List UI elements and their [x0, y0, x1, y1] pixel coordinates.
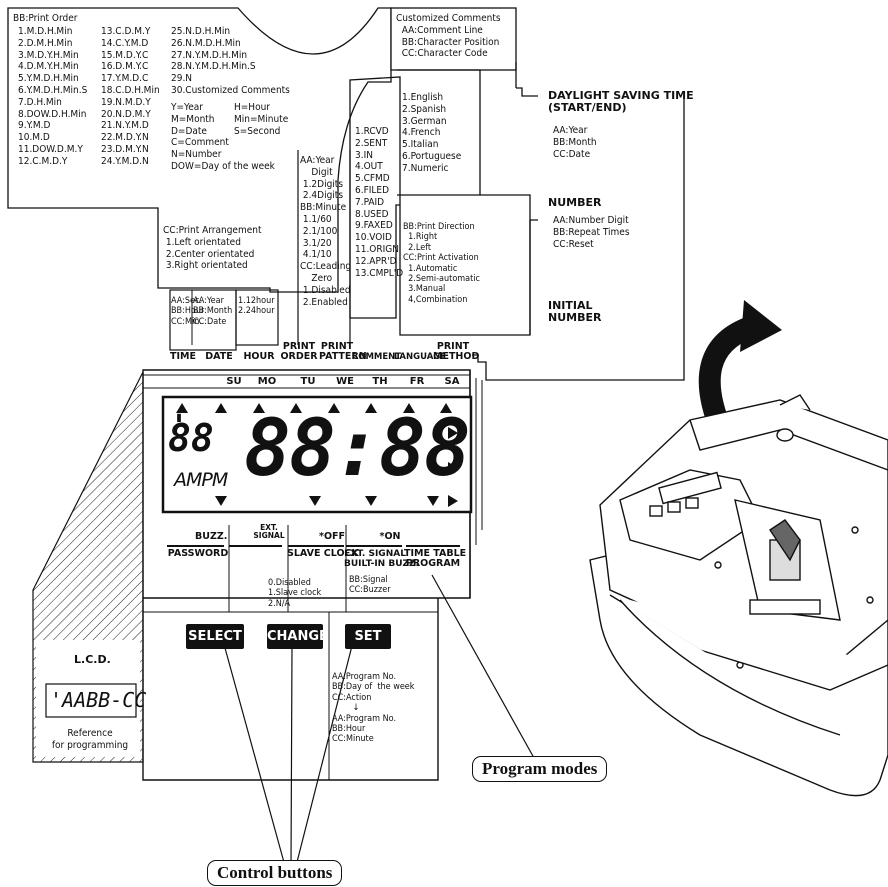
label-buzz: BUZZ.	[195, 531, 228, 542]
mode-print-pattern: PRINT PATTERN	[319, 341, 367, 362]
lcd-window	[161, 395, 473, 514]
program-modes-callout: Program modes	[472, 756, 608, 782]
lcd-ampm: AMPM	[174, 469, 228, 491]
print-pattern-settings: AA:Year Digit 1.2Digits 2.4Digits BB:Min…	[300, 155, 352, 308]
lcd-reference-box	[45, 683, 137, 718]
lcd-reference-caption: Reference for programming	[51, 728, 129, 751]
customized-comments-box	[390, 7, 517, 71]
lcd-reference-display: 'AABB-CC	[50, 688, 147, 712]
number-title: NUMBER	[548, 196, 602, 209]
mode-hour: HOUR	[243, 351, 275, 362]
set-button[interactable]: SET	[345, 624, 391, 649]
lcd-reference-title: L.C.D.	[74, 653, 111, 666]
day-tu: TU	[300, 376, 316, 387]
lcd-main-digits: 88:88	[244, 404, 471, 494]
mode-comment: COMMENT	[352, 352, 402, 362]
mode-time: TIME	[170, 351, 196, 362]
label-time-table-program: TIME TABLE PROGRAM	[404, 548, 467, 569]
mode-print-order: PRINT ORDER	[280, 341, 318, 362]
label-ext-signal: EXT. SIGNAL	[253, 523, 285, 540]
program-info: AA:Program No. BB:Day of the week CC:Act…	[332, 672, 415, 745]
label-slave-clock: SLAVE CLOCK	[287, 548, 359, 559]
slave-clock-options: 0.Disabled 1.Slave clock 2.N/A	[268, 578, 322, 609]
language-list: 1.English 2.Spanish 3.German 4.French 5.…	[402, 92, 462, 174]
mode-date: DATE	[205, 351, 233, 362]
change-button[interactable]: CHANGE	[267, 624, 328, 649]
print-order-title: BB:Print Order	[13, 13, 78, 24]
print-arrangement: CC:Print Arrangement 1.Left orientated 2…	[163, 225, 262, 272]
print-order-panel	[7, 7, 392, 293]
day-su: SU	[226, 376, 242, 387]
label-on: *ON	[379, 531, 401, 542]
time-settings: AA:Sec. BB:Hour CC:Min.	[171, 296, 205, 327]
mode-language: LANGUAGE	[394, 352, 447, 362]
mode-print-method: PRINT METHOD	[433, 341, 480, 362]
buzz-options: BB:Signal CC:Buzzer	[349, 575, 391, 596]
dst-settings: AA:Year BB:Month CC:Date	[553, 125, 597, 160]
initial-number-title: INITIAL NUMBER	[548, 299, 602, 324]
abbreviation-legend-left: Y=Year M=Month D=Date C=Comment N=Number…	[171, 102, 275, 172]
select-button[interactable]: SELECT	[186, 624, 244, 649]
day-sa: SA	[444, 376, 460, 387]
print-method-settings: BB:Print Direction 1.Right 2.Left CC:Pri…	[403, 222, 480, 305]
time-recorder-illustration	[589, 394, 888, 797]
day-we: WE	[336, 376, 354, 387]
control-buttons-callout: Control buttons	[207, 860, 343, 886]
label-password: PASSWORD	[167, 548, 229, 559]
number-settings: AA:Number Digit BB:Repeat Times CC:Reset	[553, 215, 630, 250]
customized-comments: Customized Comments AA:Comment Line BB:C…	[396, 13, 501, 60]
lcd-small-digits: 88	[168, 416, 214, 460]
comment-list: 1.RCVD 2.SENT 3.IN 4.OUT 5.CFMD 6.FILED …	[355, 126, 404, 279]
print-order-list-3: 25.N.D.H.Min 26.N.M.D.H.Min 27.N.Y.M.D.H…	[171, 26, 290, 96]
print-order-list-1: 1.M.D.H.Min 2.D.M.H.Min 3.M.D.Y.H.Min 4.…	[18, 26, 88, 167]
label-ext-signal-buzz: EXT. SIGNAL BUILT-IN BUZZ.	[344, 549, 419, 569]
dst-title: DAYLIGHT SAVING TIME (START/END)	[548, 89, 694, 114]
day-th: TH	[372, 376, 388, 387]
lcd-apostrophe: '	[170, 409, 189, 444]
print-order-list-2: 13.C.D.M.Y 14.C.Y.M.D 15.M.D.Y.C 16.D.M.…	[101, 26, 160, 167]
hour-settings: 1.12hour 2.24hour	[238, 296, 275, 317]
label-off: *OFF	[318, 531, 346, 542]
day-mo: MO	[257, 376, 277, 387]
date-settings: AA:Year BB:Month CC:Date	[193, 296, 233, 327]
abbreviation-legend-right: H=Hour Min=Minute S=Second	[234, 102, 289, 137]
day-fr: FR	[409, 376, 425, 387]
